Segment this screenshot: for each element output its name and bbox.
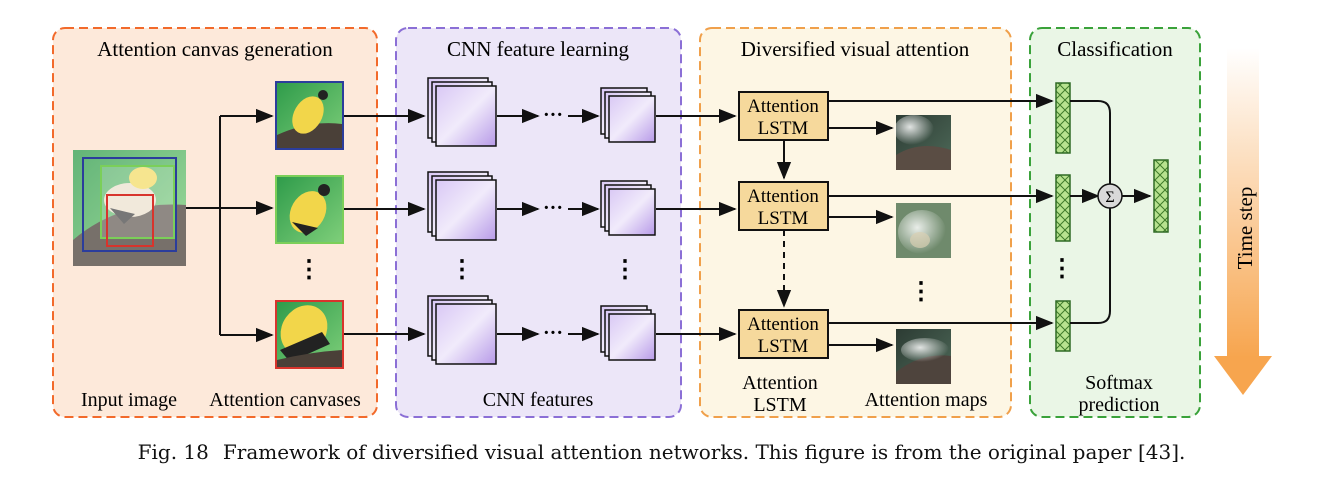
input-crop-small (106, 194, 154, 247)
svg-text:LSTM: LSTM (758, 336, 809, 357)
cnn-vertical-ellipsis-2: ⋮ (613, 257, 637, 283)
cnn-inner-arrows (497, 108, 600, 342)
input-crop-medium (100, 165, 175, 239)
softmax-output-vector (1153, 159, 1169, 233)
class-vector-3 (1055, 300, 1071, 352)
svg-text:LSTM: LSTM (758, 208, 809, 229)
attention-map-2 (896, 203, 951, 258)
attention-map-3 (896, 329, 951, 384)
input-crop-large (82, 157, 177, 252)
cnn-vertical-ellipsis-1: ⋮ (450, 257, 474, 283)
cnn-ellipsis-1: ··· (543, 104, 563, 126)
cnn-feature-stack-small-1 (600, 87, 656, 143)
input-image (73, 150, 186, 266)
label-attention-lstm-line2: LSTM (753, 394, 807, 416)
attention-canvas-3 (275, 300, 344, 369)
vector-to-sum-lines (1070, 100, 1111, 324)
cnn-feature-stack-large-1 (427, 77, 497, 147)
label-time-step: Time step (1233, 187, 1257, 270)
cnn-feature-stack-large-2 (427, 171, 497, 241)
class-vector-2 (1055, 174, 1071, 242)
attention-canvas-1 (275, 81, 344, 150)
figure-caption: Fig. 18 Framework of diversified visual a… (0, 440, 1337, 464)
class-vector-1 (1055, 82, 1071, 154)
label-attention-canvases: Attention canvases (209, 389, 361, 411)
svg-text:Attention: Attention (747, 186, 819, 207)
cnn-feature-stack-large-3 (427, 295, 497, 365)
framework-diagram: Attention canvas generation CNN feature … (52, 27, 1272, 418)
canvas-vertical-ellipsis: ⋮ (297, 257, 321, 283)
cnn-feature-stack-small-2 (600, 180, 656, 236)
label-input-image: Input image (81, 389, 177, 411)
lstm-to-vector-arrows (828, 93, 1054, 331)
branch-arrows (186, 108, 274, 343)
vector-vertical-ellipsis: ⋮ (1050, 256, 1074, 282)
svg-text:Attention: Attention (747, 314, 819, 335)
time-step-arrow (1214, 48, 1272, 395)
lstm-box-2: Attention LSTM (738, 181, 829, 231)
attention-map-vertical-ellipsis: ⋮ (909, 279, 933, 305)
cnn-ellipsis-2: ··· (543, 197, 563, 219)
stage-panel-classification (1029, 27, 1201, 418)
label-attention-lstm-line1: Attention (742, 372, 818, 394)
svg-text:LSTM: LSTM (758, 118, 809, 139)
caption-figure-label: Fig. 18 (137, 440, 209, 464)
label-softmax-line2: prediction (1078, 394, 1159, 416)
svg-text:Σ: Σ (1105, 189, 1114, 206)
canvas-to-cnn-arrows (344, 108, 426, 342)
stage-title-canvas-generation: Attention canvas generation (97, 37, 333, 61)
lstm-box-1: Attention LSTM (738, 91, 829, 141)
cnn-to-lstm-arrows (656, 108, 737, 342)
stage-title-visual-attention: Diversified visual attention (741, 37, 970, 61)
stage-title-cnn-learning: CNN feature learning (447, 37, 629, 61)
attention-canvas-2 (275, 175, 344, 244)
label-softmax-line1: Softmax (1085, 372, 1153, 394)
label-cnn-features: CNN features (483, 389, 594, 411)
sum-node: Σ (1097, 183, 1123, 209)
lstm-to-map-arrows (828, 120, 894, 353)
caption-text: Framework of diversified visual attentio… (222, 440, 1186, 464)
cnn-feature-stack-small-3 (600, 305, 656, 361)
stage-title-classification: Classification (1057, 37, 1173, 61)
attention-map-1 (894, 115, 951, 170)
cnn-ellipsis-3: ··· (543, 322, 563, 344)
label-attention-maps: Attention maps (865, 389, 988, 411)
lstm-box-3: Attention LSTM (738, 309, 829, 359)
svg-text:Attention: Attention (747, 96, 819, 117)
